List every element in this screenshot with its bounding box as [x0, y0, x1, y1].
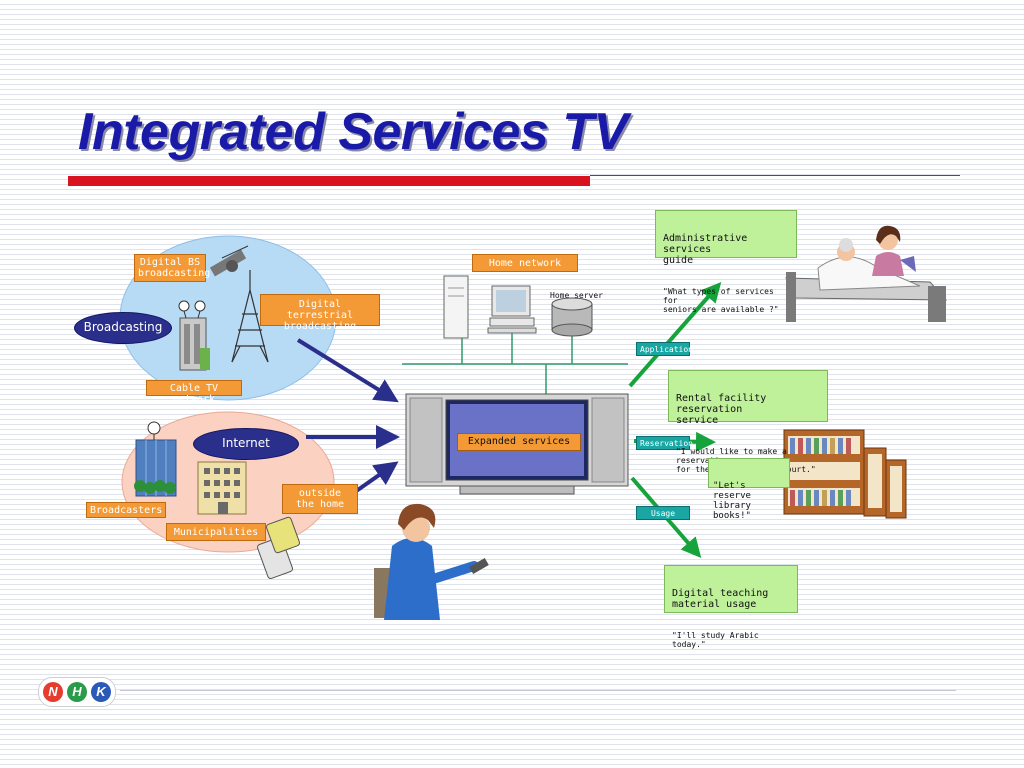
municipalities-label: Municipalities: [166, 523, 266, 541]
admin-services-quote: "What types of services for seniors are …: [663, 287, 779, 314]
outside-home-label: outside the home: [282, 484, 358, 514]
nurse-icon: [872, 225, 916, 276]
tv-tower-icon: [231, 270, 269, 363]
application-label: Application: [636, 342, 693, 356]
bookshelf-icon: [783, 429, 907, 519]
digital-teaching-quote: "I'll study Arabic today.": [672, 631, 759, 649]
antenna-building-icon: [178, 300, 210, 371]
title-underline-red: [68, 176, 590, 186]
arrow-outside-to-tv: [350, 461, 399, 496]
admin-services-heading: Administrative services guide: [663, 233, 748, 266]
library-quote: "Let's reserve library books!": [713, 481, 751, 521]
digital-terrestrial-label: Digital terrestrial broadcasting: [260, 294, 380, 332]
rental-facility-heading: Rental facility reservation service: [676, 393, 767, 426]
nhk-logo-n: N: [43, 682, 63, 702]
home-server-label: Home server: [550, 291, 603, 300]
pc-icon: [443, 275, 537, 339]
digital-teaching-box: Digital teaching material usage "I'll st…: [664, 565, 798, 649]
digital-bs-label: Digital BS broadcasting: [134, 254, 210, 282]
satellite-icon: [209, 245, 249, 277]
rental-facility-box: Rental facility reservation service "I w…: [668, 370, 828, 474]
reservation-label: Reservation: [636, 436, 693, 450]
mobile-phone-icon: [256, 516, 301, 580]
nhk-logo: N H K: [38, 677, 116, 707]
usage-label: Usage: [636, 506, 690, 520]
footer-rule: [120, 690, 956, 691]
home-server-icon: [551, 297, 593, 337]
internet-oval: Internet: [193, 428, 299, 460]
admin-services-box: Administrative services guide "What type…: [655, 210, 797, 314]
broadcasting-oval: Broadcasting: [74, 312, 172, 344]
input-arrows: [296, 338, 400, 496]
patient-bed-icon: [785, 238, 948, 322]
home-network-label: Home network: [472, 254, 578, 272]
cable-tv-label: Cable TV network: [146, 380, 242, 405]
home-network-lines: [402, 332, 628, 394]
nhk-logo-k: K: [91, 682, 111, 702]
office-building-icon: [197, 461, 247, 515]
slide-title: Integrated Services TV: [78, 103, 628, 161]
library-quote-box: "Let's reserve library books!": [708, 458, 790, 521]
arrow-broadcasting-to-tv: [296, 338, 399, 403]
expanded-services-label: Expanded services: [457, 433, 581, 451]
title-underline-thin: [590, 175, 960, 176]
broadcasters-label: Broadcasters: [86, 502, 166, 518]
digital-teaching-heading: Digital teaching material usage: [672, 588, 769, 610]
arrow-application: [628, 281, 722, 388]
woman-with-remote-icon: [374, 503, 489, 620]
nhk-logo-h: H: [67, 682, 87, 702]
broadcasters-building-icon: [134, 421, 177, 497]
